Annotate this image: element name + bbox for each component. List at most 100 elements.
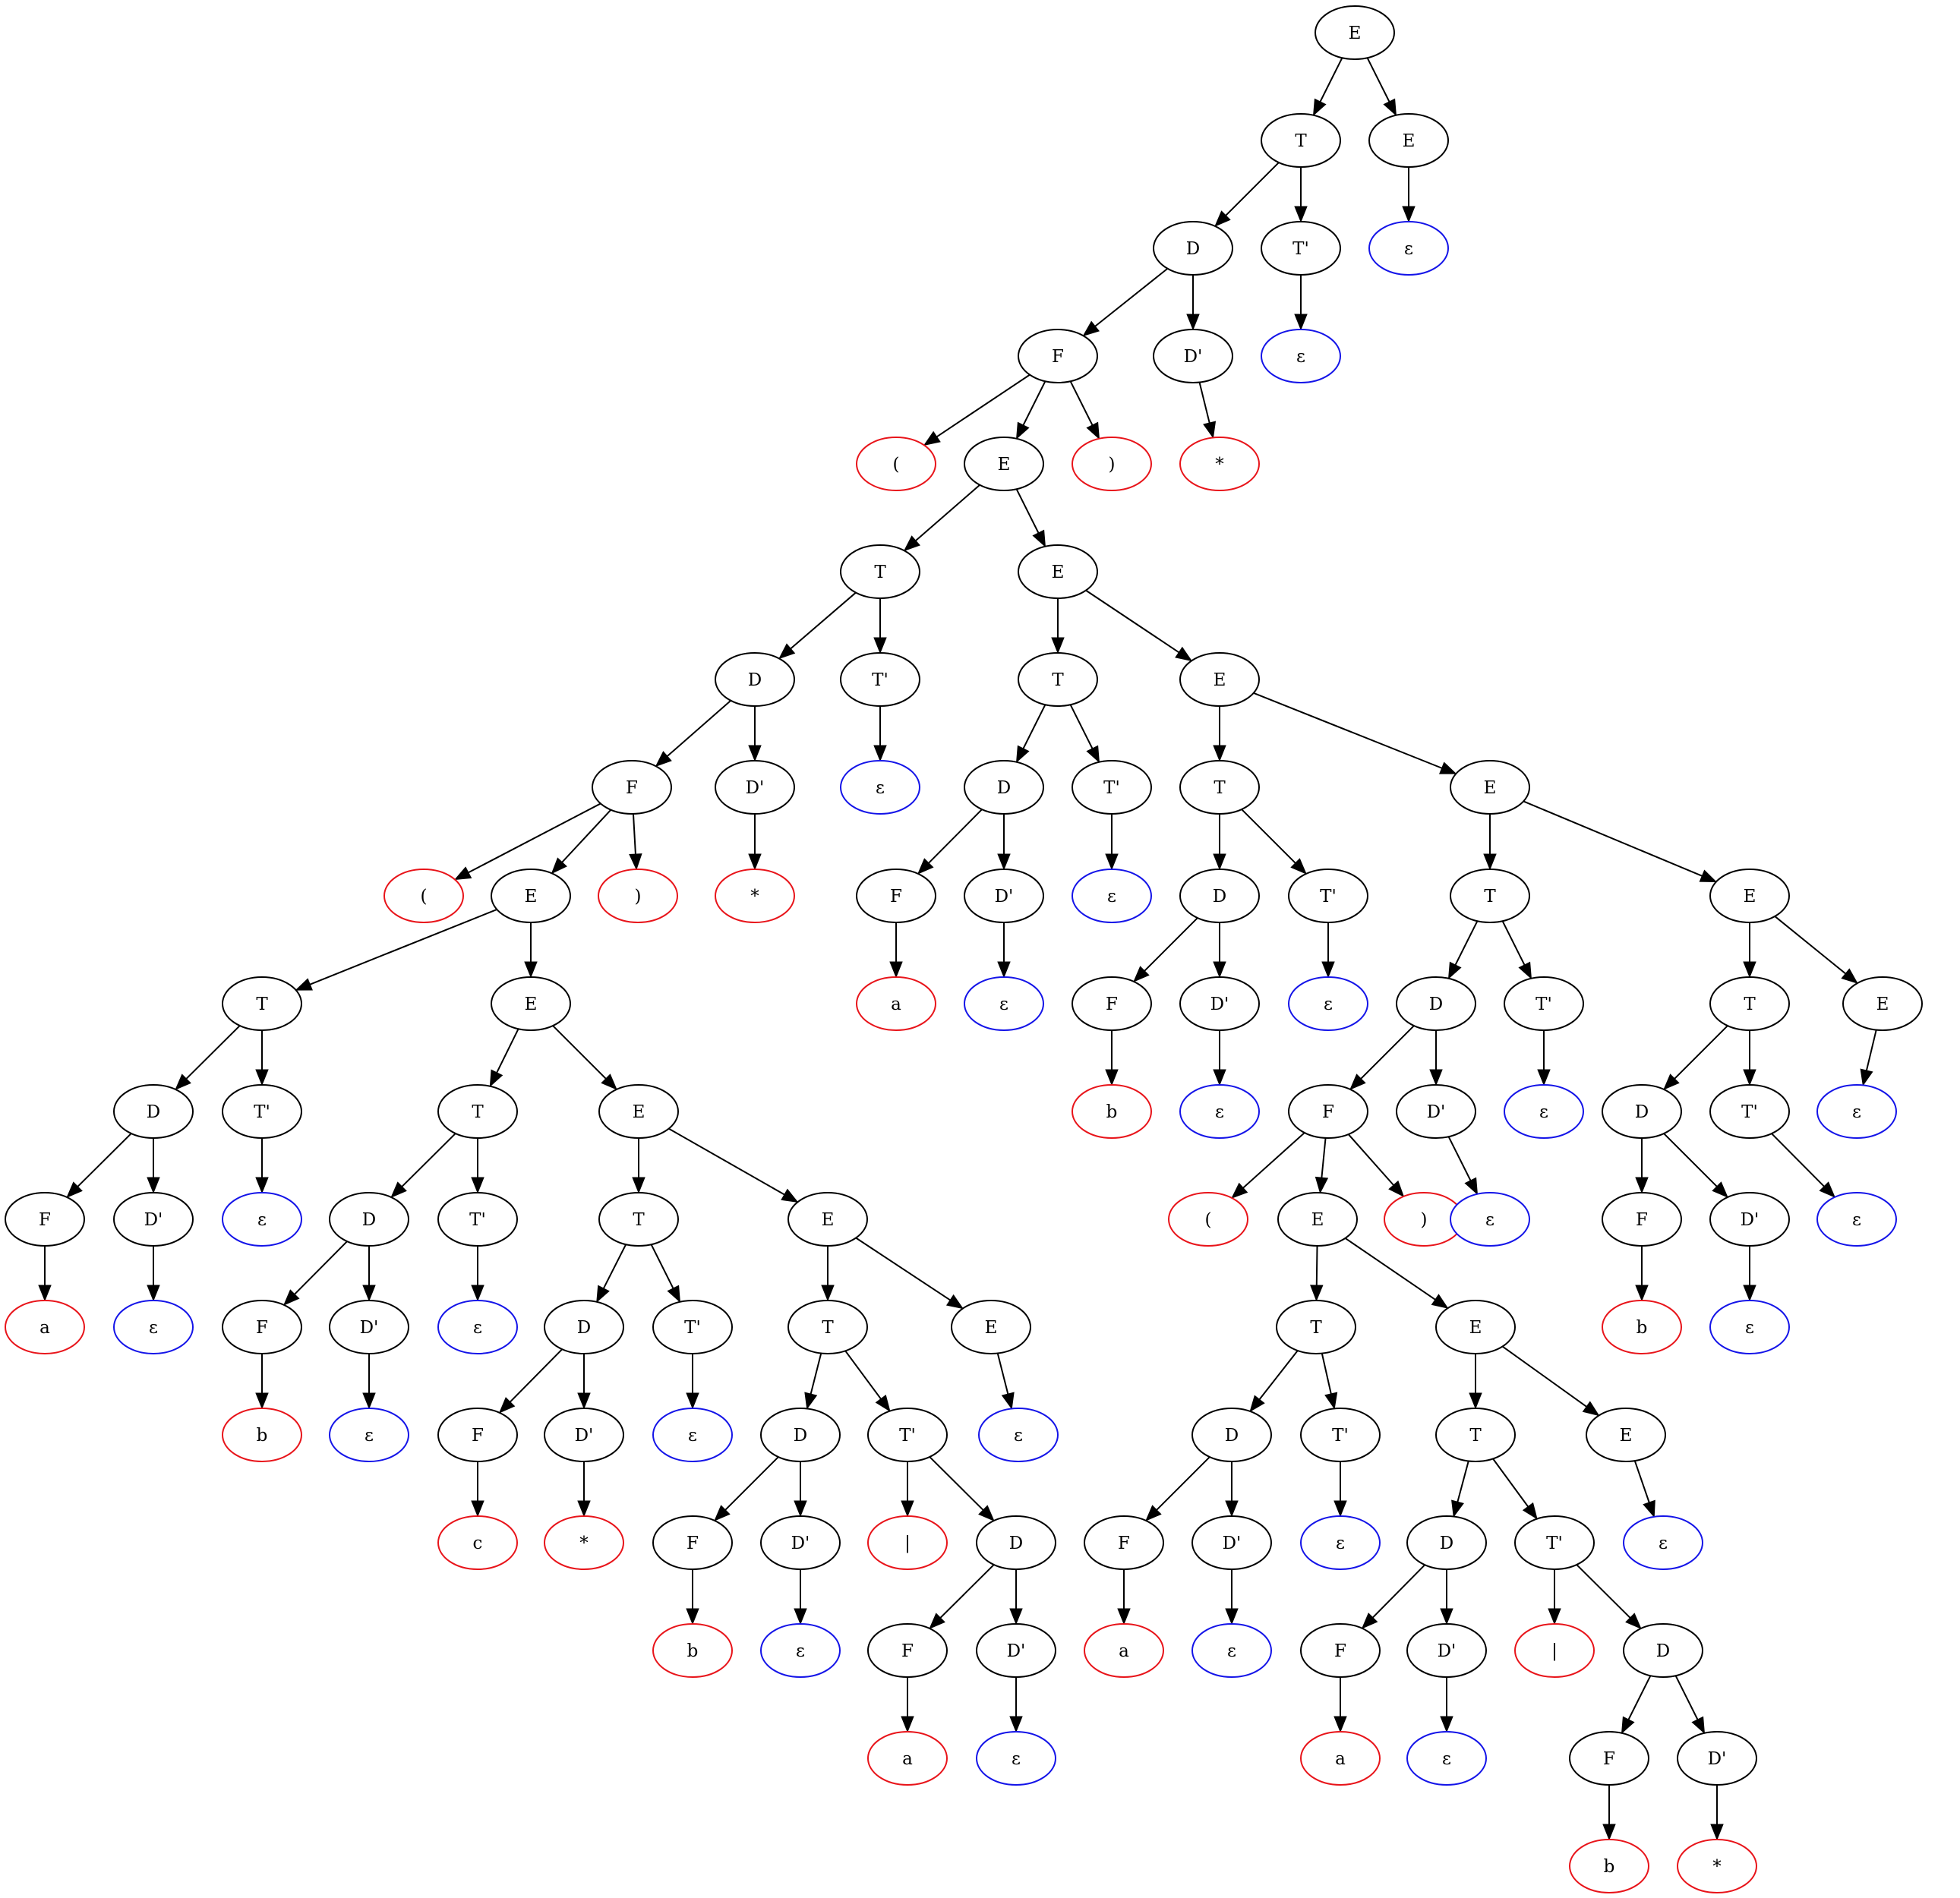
node-ellipse: [856, 869, 936, 923]
node-ellipse: [1709, 1192, 1790, 1247]
edge-arrowhead: [1086, 421, 1100, 440]
node-ellipse: [222, 1300, 302, 1354]
tree-node: D: [544, 1300, 624, 1354]
tree-node: F: [867, 1623, 948, 1678]
edge-arrowhead: [295, 978, 313, 991]
tree-edge: [1069, 704, 1094, 749]
node-ellipse: [1288, 1084, 1368, 1139]
edge-arrowhead: [875, 1394, 891, 1412]
tree-node: T: [437, 1084, 518, 1139]
node-label: b: [1636, 1318, 1648, 1338]
node-label: T': [1320, 887, 1337, 906]
edge-arrowhead: [667, 1285, 681, 1304]
tree-node: ε: [1261, 329, 1341, 383]
edge-arrowhead: [1294, 206, 1308, 223]
tree-edge: [1576, 1564, 1631, 1619]
node-ellipse: [329, 1192, 409, 1247]
node-ellipse: [1179, 652, 1260, 707]
edge-arrowhead: [1860, 1068, 1873, 1086]
node-label: ε: [688, 1426, 697, 1446]
node-ellipse: [383, 869, 464, 923]
node-ellipse: [715, 652, 795, 707]
edge-arrowhead: [1312, 98, 1327, 117]
node-label: T: [1484, 887, 1496, 906]
edge-arrowhead: [1009, 1608, 1023, 1625]
node-ellipse: [329, 1300, 409, 1354]
tree-node: D': [1396, 1084, 1476, 1139]
node-label: E: [985, 1318, 998, 1338]
node-label: F: [1106, 995, 1118, 1014]
edge-arrowhead: [794, 1608, 807, 1625]
edge-arrowhead: [821, 1285, 835, 1302]
tree-node: D: [1191, 1408, 1272, 1462]
tree-edge: [1454, 920, 1479, 966]
tree-node: D': [760, 1515, 841, 1570]
tree-edge: [1144, 917, 1198, 972]
edge-arrowhead: [1388, 1180, 1405, 1197]
tree-node: ε: [222, 1192, 302, 1247]
tree-node: F: [1072, 976, 1152, 1031]
edge-arrowhead: [1186, 314, 1200, 331]
edge-arrowhead: [1032, 529, 1046, 548]
node-ellipse: [1816, 1192, 1897, 1247]
tree-edge: [1663, 1133, 1718, 1187]
node-label: T': [469, 1210, 486, 1230]
node-ellipse: [1153, 221, 1233, 276]
edge-arrowhead: [1015, 745, 1030, 764]
node-label: b: [1604, 1857, 1615, 1877]
tree-edge: [1523, 800, 1703, 877]
tree-edge: [468, 802, 601, 874]
tree-node: D: [1179, 869, 1260, 923]
tree-node: ε: [1288, 976, 1368, 1031]
tree-node: D: [715, 652, 795, 707]
edge-arrowhead: [655, 751, 672, 768]
node-label: ε: [1215, 1102, 1224, 1122]
edge-arrowhead: [1213, 745, 1226, 762]
node-label: T': [1292, 239, 1309, 259]
node-ellipse: [1084, 1623, 1164, 1678]
node-ellipse: [1709, 869, 1790, 923]
tree-edge: [552, 1025, 607, 1080]
tree-node: T: [222, 976, 302, 1031]
edge-arrowhead: [1213, 853, 1226, 871]
edge-arrowhead: [889, 961, 903, 979]
tree-edge: [928, 809, 983, 864]
edge-arrowhead: [873, 745, 887, 762]
tree-node: D: [1623, 1623, 1703, 1678]
node-label: D': [1184, 347, 1203, 367]
node-ellipse: [715, 760, 795, 815]
node-label: F: [1636, 1210, 1648, 1230]
edge-arrowhead: [1310, 1285, 1324, 1302]
node-ellipse: [598, 869, 678, 923]
node-ellipse: [951, 1300, 1031, 1354]
tree-node: F: [1084, 1515, 1164, 1570]
node-label: (: [421, 887, 428, 906]
node-label: T': [1546, 1534, 1563, 1553]
edge-arrowhead: [1225, 1500, 1239, 1518]
node-label: D: [1225, 1426, 1239, 1446]
edge-arrowhead: [1537, 1069, 1551, 1086]
node-ellipse: [964, 869, 1044, 923]
edge-arrowhead: [175, 1074, 191, 1090]
node-ellipse: [856, 976, 936, 1031]
tree-node: T: [1179, 760, 1260, 815]
tree-edge: [1253, 692, 1443, 769]
node-ellipse: [1450, 760, 1530, 815]
tree-edge: [1457, 1461, 1469, 1502]
tree-node: ε: [1300, 1515, 1381, 1570]
node-label: D': [360, 1318, 379, 1338]
tree-node: T': [1288, 869, 1368, 923]
node-ellipse: [978, 1408, 1059, 1462]
node-label: F: [626, 778, 638, 798]
edge-arrowhead: [1009, 1716, 1023, 1733]
node-label: ε: [1107, 887, 1116, 906]
tree-node: b: [652, 1623, 733, 1678]
tree-node: b: [1569, 1839, 1649, 1893]
tree-node: E: [1368, 113, 1449, 168]
tree-node: D': [1709, 1192, 1790, 1247]
node-ellipse: [1602, 1300, 1682, 1354]
tree-node: ): [598, 869, 678, 923]
edge-arrowhead: [1712, 1181, 1728, 1198]
node-ellipse: [222, 1084, 302, 1139]
tree-edge: [810, 1353, 822, 1395]
